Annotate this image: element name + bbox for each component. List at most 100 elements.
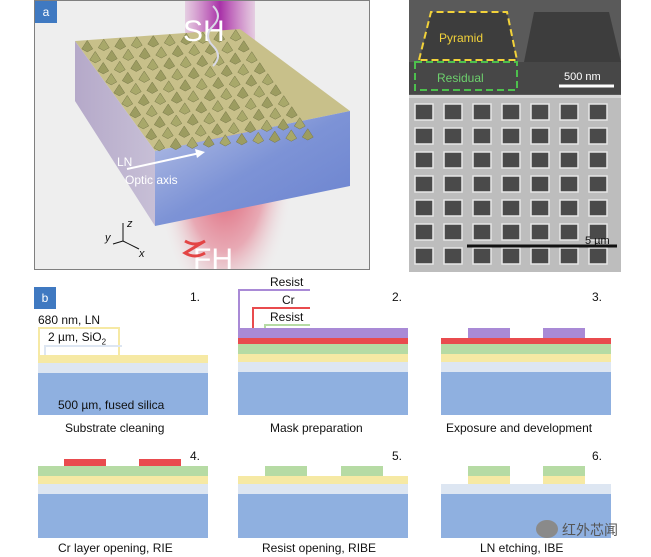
- fh-wave: [182, 239, 206, 258]
- pyramid: [268, 130, 281, 143]
- sh-label: SH: [183, 15, 225, 48]
- pyramid: [145, 127, 158, 141]
- pyramid: [211, 99, 224, 113]
- sio2-thickness-label: 2 µm, SiO2: [48, 330, 107, 347]
- sem-pyramid: [501, 127, 521, 145]
- pyramid-array: [81, 29, 314, 152]
- sem-pyramid: [559, 127, 579, 145]
- step-caption: Cr layer opening, RIE: [58, 541, 173, 555]
- pyramid: [114, 37, 127, 50]
- pyramid: [237, 40, 250, 53]
- sem-pyramid: [443, 223, 463, 241]
- pyramid-cross-section-2: [524, 12, 621, 62]
- pyramid: [203, 88, 216, 102]
- pyramid: [213, 30, 226, 43]
- pyramid: [188, 43, 201, 56]
- pyramid: [153, 138, 166, 152]
- pyramid: [229, 29, 242, 42]
- pyramid: [130, 59, 143, 72]
- pyramid-grid: [414, 103, 608, 265]
- layer-resist: [38, 466, 208, 476]
- sem-pyramid: [588, 247, 608, 265]
- optic-axis-arrow: [126, 152, 201, 170]
- sem-pyramid: [588, 127, 608, 145]
- sem-pyramid: [501, 199, 521, 217]
- sem-pyramid: [443, 247, 463, 265]
- residual-label: Residual: [437, 71, 484, 85]
- layer-sio2: [441, 484, 611, 494]
- layer-sio2: [38, 363, 208, 373]
- pyramid: [105, 72, 118, 86]
- step-number: 6.: [592, 449, 603, 463]
- pyramid: [122, 48, 135, 61]
- pyramid: [138, 47, 151, 60]
- layer-ln: [441, 354, 611, 362]
- step-caption: Mask preparation: [270, 421, 363, 435]
- axis-z-label: z: [126, 218, 133, 230]
- step-number: 3.: [592, 290, 603, 304]
- pyramid: [170, 91, 183, 104]
- cr-label: Cr: [282, 293, 295, 307]
- pyramid: [277, 95, 290, 108]
- pyramid: [180, 32, 193, 45]
- pyramid: [277, 118, 290, 131]
- panel-b-tag: b: [34, 287, 56, 309]
- optic-axis-label: Optic axis: [125, 173, 178, 187]
- sem-pyramid: [588, 151, 608, 169]
- pyramid: [269, 84, 282, 97]
- block-left-face: [75, 41, 155, 226]
- ln-label: LN: [117, 155, 132, 169]
- ln-thickness-label: 680 nm, LN: [38, 313, 101, 327]
- pyramid: [137, 116, 150, 130]
- sem-pyramid: [501, 103, 521, 121]
- sem-pyramid: [559, 223, 579, 241]
- pyramid: [178, 125, 191, 138]
- pyramid: [170, 114, 183, 127]
- sem-pyramid: [588, 175, 608, 193]
- sem-pyramid: [414, 103, 434, 121]
- divider: [409, 95, 621, 98]
- layer-ln: [38, 476, 208, 484]
- layer-substrate: [238, 494, 408, 538]
- pyramid: [147, 35, 160, 48]
- sem-pyramid: [530, 103, 550, 121]
- pyramid-label: Pyramid: [439, 31, 483, 45]
- pyramid: [212, 76, 225, 89]
- pyramid-cross-section: [419, 12, 517, 62]
- pyramid: [244, 120, 257, 133]
- sem-pyramid: [501, 151, 521, 169]
- pyramid: [155, 46, 168, 59]
- step-number: 4.: [190, 449, 201, 463]
- sem-pyramid: [472, 151, 492, 169]
- sem-pyramid: [530, 223, 550, 241]
- sem-pyramid: [530, 127, 550, 145]
- pyramid: [129, 82, 142, 95]
- pyramid: [261, 96, 274, 109]
- sem-pyramid: [472, 103, 492, 121]
- scale-label-top: 500 nm: [564, 71, 601, 83]
- sem-pyramid: [443, 199, 463, 217]
- pyramid: [138, 70, 151, 83]
- pyramid-outline: [417, 11, 519, 61]
- sem-pyramid: [443, 151, 463, 169]
- pyramid: [260, 119, 273, 132]
- pyramid: [219, 134, 232, 147]
- layer-ln: [238, 354, 408, 362]
- pyramid: [97, 38, 110, 51]
- pyramid: [179, 55, 192, 69]
- pyramid: [187, 66, 200, 80]
- sem-pyramid: [443, 103, 463, 121]
- pyramid: [221, 41, 234, 54]
- pyramid: [211, 123, 224, 136]
- pyramid: [293, 117, 306, 130]
- wechat-icon: [536, 520, 558, 538]
- pyramid: [179, 79, 192, 92]
- layer-top-resist: [238, 328, 408, 338]
- layer-sio2: [238, 484, 408, 494]
- pyramid: [301, 128, 314, 141]
- pyramid: [229, 52, 242, 65]
- pyramid: [253, 85, 266, 98]
- pyramid: [121, 71, 134, 84]
- sem-pyramid: [414, 151, 434, 169]
- pyramid: [220, 64, 233, 77]
